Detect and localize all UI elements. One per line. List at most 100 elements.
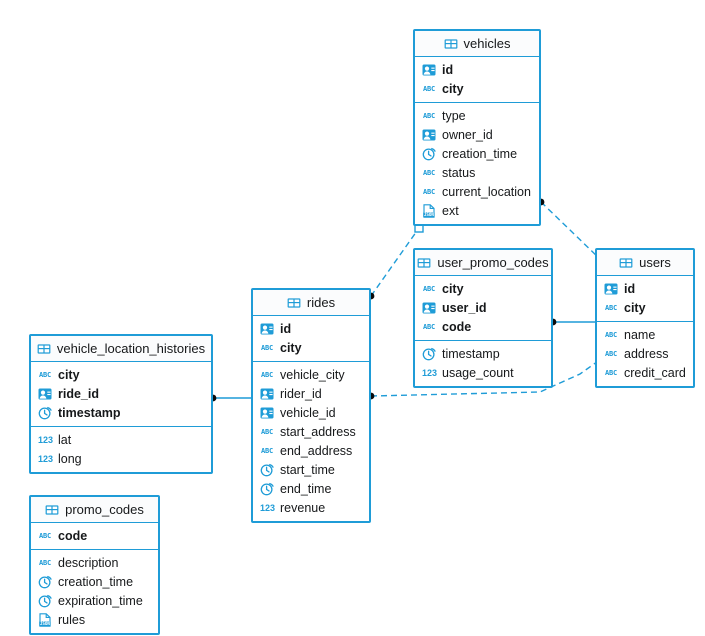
column-label: code [58,528,88,543]
table-title-vehicles[interactable]: vehicles [415,31,539,57]
column-creation_time[interactable]: creation_time [31,572,158,591]
pk-id-icon [260,406,274,420]
relationship-vehicle_location_histories-to-rides [209,394,251,402]
table-title-promo_codes[interactable]: promo_codes [31,497,158,523]
column-label: timestamp [58,405,121,420]
key-column-timestamp[interactable]: timestamp [31,403,211,422]
key-column-code[interactable]: ABC code [31,526,158,545]
column-label: code [442,319,472,334]
abc-string-icon: ABC [260,427,274,436]
clock-icon [38,594,52,608]
abc-string-icon: ABC [260,370,274,379]
column-label: name [624,327,656,342]
table-name-label: user_promo_codes [437,255,549,270]
column-label: revenue [280,500,326,515]
clock-icon [422,147,436,161]
table-title-users[interactable]: users [597,250,693,276]
column-owner_id[interactable]: owner_id [415,125,539,144]
pk-id-icon [604,282,618,296]
column-start_time[interactable]: start_time [253,460,369,479]
123-number-icon: 123 [260,502,276,513]
column-label: rider_id [280,386,322,401]
table-grid-icon [37,342,51,356]
table-name-label: promo_codes [65,502,144,517]
key-column-id[interactable]: id [253,319,369,338]
column-expiration_time[interactable]: expiration_time [31,591,158,610]
column-label: description [58,555,119,570]
column-creation_time[interactable]: creation_time [415,144,539,163]
abc-string-icon: ABC [422,284,436,293]
123-number-icon: 123 [422,367,438,378]
column-label: end_time [280,481,332,496]
table-name-label: rides [306,295,336,310]
relationship-user_promo_codes-to-users [549,318,595,326]
key-column-id[interactable]: id [415,60,539,79]
column-label: city [280,340,302,355]
column-label: ride_id [58,386,99,401]
column-label: lat [58,432,72,447]
123-number-icon: 123 [38,434,54,445]
table-title-rides[interactable]: rides [253,290,369,316]
column-lat[interactable]: 123 lat [31,430,211,449]
column-timestamp[interactable]: timestamp [415,344,551,363]
column-label: rules [58,612,86,627]
column-status[interactable]: ABC status [415,163,539,182]
clock-icon [38,575,52,589]
pk-id-icon [422,128,436,142]
key-column-ride_id[interactable]: ride_id [31,384,211,403]
abc-string-icon: ABC [604,303,618,312]
column-vehicle_id[interactable]: vehicle_id [253,403,369,422]
column-label: id [442,62,454,77]
pk-id-icon [260,322,274,336]
column-label: city [58,367,80,382]
abc-string-icon: ABC [422,168,436,177]
table-title-user_promo_codes[interactable]: user_promo_codes [415,250,551,276]
column-label: user_id [442,300,487,315]
key-column-id[interactable]: id [597,279,693,298]
column-revenue[interactable]: 123 revenue [253,498,369,517]
column-label: status [442,165,476,180]
clock-icon [260,482,274,496]
table-title-vehicle_location_histories[interactable]: vehicle_location_histories [31,336,211,362]
abc-string-icon: ABC [38,531,52,540]
primary-key-section: ABC code [31,523,158,550]
column-rider_id[interactable]: rider_id [253,384,369,403]
column-end_time[interactable]: end_time [253,479,369,498]
column-label: credit_card [624,365,686,380]
table-name-label: vehicle_location_histories [56,341,206,356]
column-label: owner_id [442,127,493,142]
json-doc-icon: JSON [422,203,436,218]
abc-string-icon: ABC [422,84,436,93]
key-column-user_id[interactable]: user_id [415,298,551,317]
